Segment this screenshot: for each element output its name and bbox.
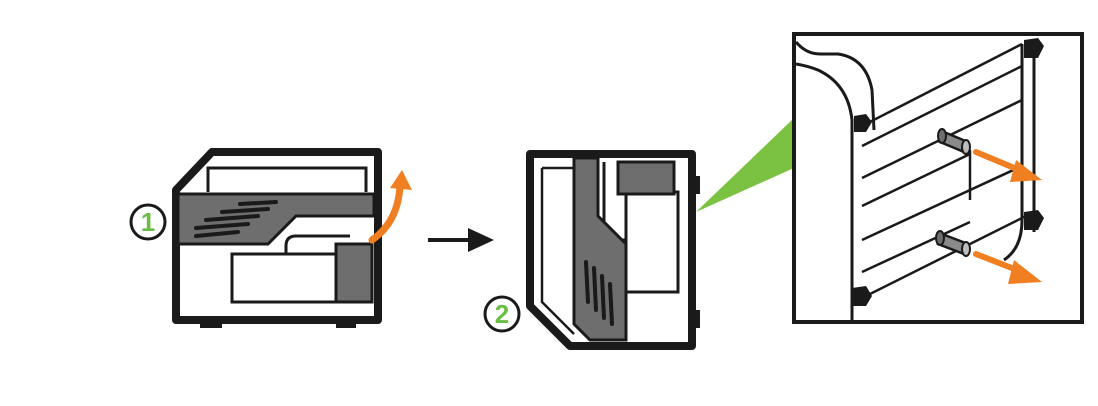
zoom-indicator — [696, 118, 794, 212]
step-1-badge: 1 — [129, 203, 167, 241]
step-2-badge: 2 — [483, 295, 521, 333]
screw-bottom-icon — [935, 230, 971, 257]
step-2-number: 2 — [495, 299, 509, 329]
step-1-number: 1 — [141, 207, 155, 237]
step2-device-icon — [526, 150, 700, 350]
step1-device-icon — [172, 148, 382, 328]
screw-top-icon — [937, 128, 971, 155]
remove-arrow-bottom-icon — [973, 251, 1042, 284]
arrow-right-icon — [428, 228, 494, 252]
screws-detail-icon — [792, 32, 1084, 324]
lift-arrow-icon — [368, 170, 412, 244]
remove-arrow-top-icon — [973, 149, 1042, 182]
